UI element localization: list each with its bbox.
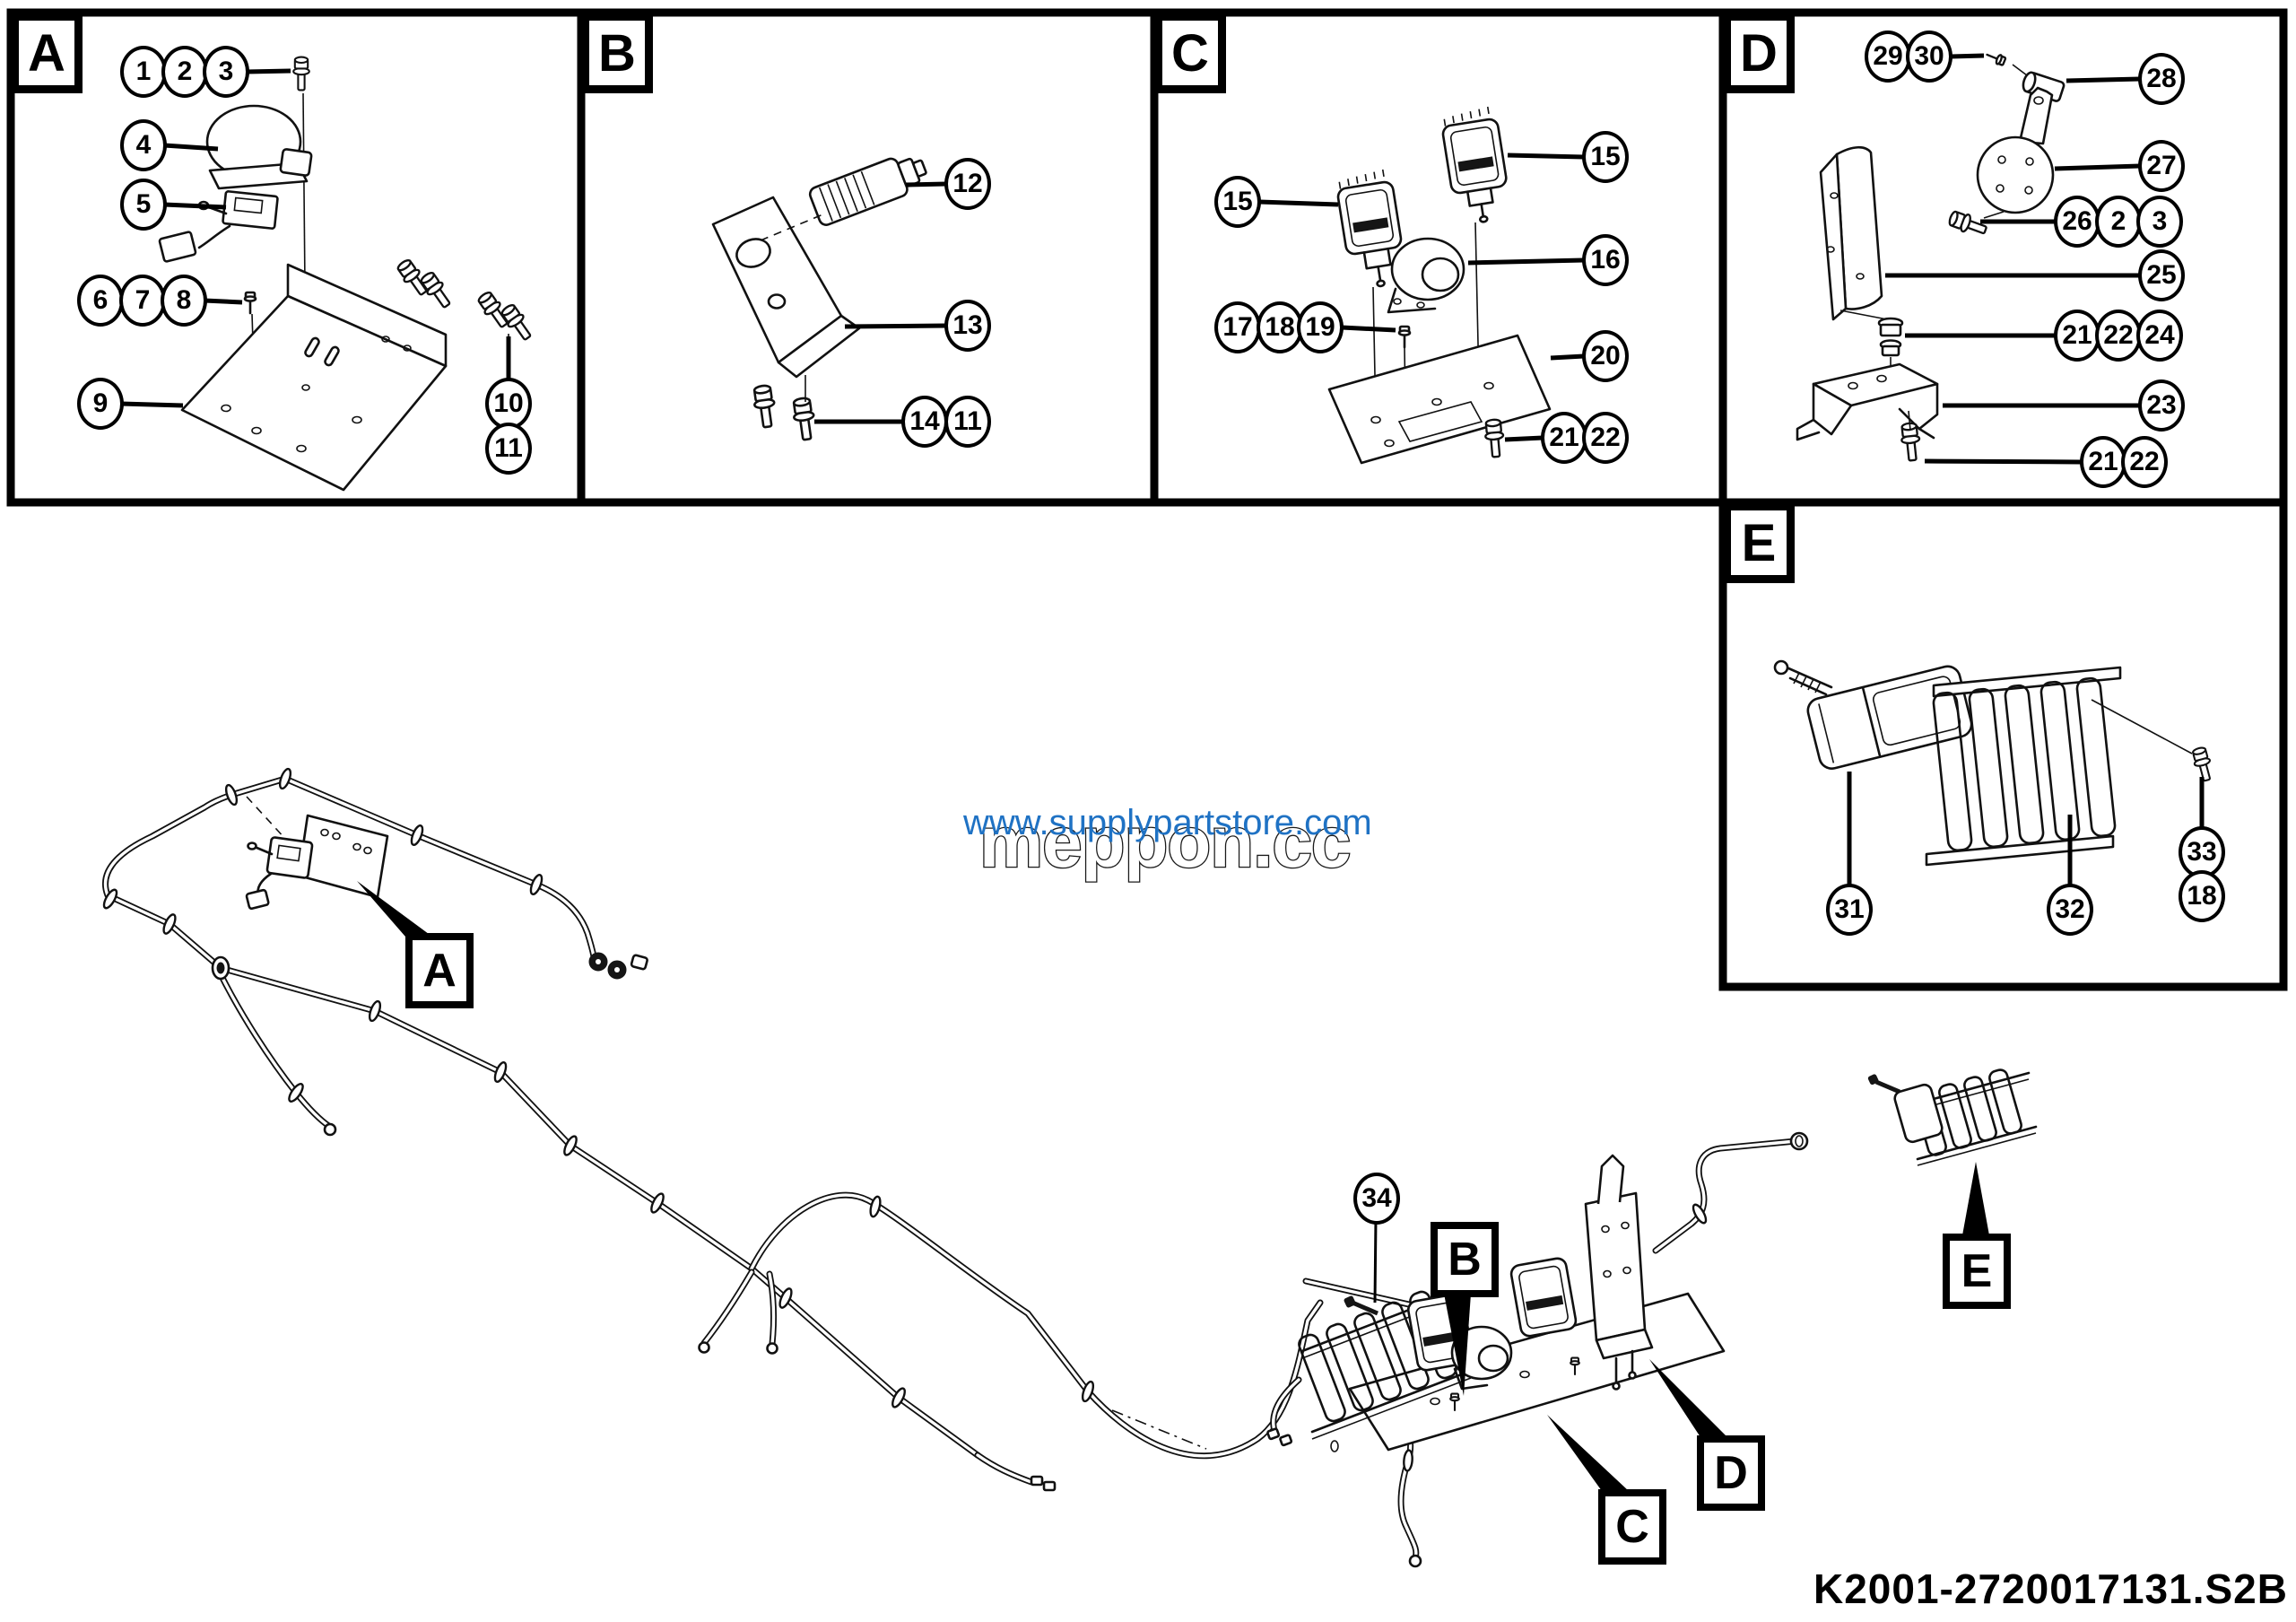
location-label-c: C xyxy=(1598,1489,1666,1565)
panel-label-a: A xyxy=(11,13,83,93)
callout: 20 xyxy=(1582,330,1629,382)
main-harness-drawing xyxy=(100,766,1809,1568)
callout: 5 xyxy=(120,179,167,231)
panel-e-sketch xyxy=(1773,659,2216,886)
callout: 30 xyxy=(1906,31,1952,83)
panel-label-d: D xyxy=(1723,13,1795,93)
callout: 28 xyxy=(2138,53,2185,105)
location-label-a: A xyxy=(405,933,474,1008)
callout: 26 xyxy=(2054,196,2100,248)
callout: 12 xyxy=(944,158,991,210)
panel-a-sketch xyxy=(120,56,536,492)
callout: 3 xyxy=(203,46,249,98)
callout: 25 xyxy=(2138,249,2185,301)
callout: 2 xyxy=(2095,196,2142,248)
location-label-b: B xyxy=(1431,1222,1499,1297)
callout: 6 xyxy=(77,275,124,327)
callout: 21 xyxy=(2054,310,2100,362)
main-guard-e-sketch xyxy=(1867,1068,2038,1166)
callout: 15 xyxy=(1214,176,1261,228)
callout: 24 xyxy=(2136,310,2183,362)
callout: 31 xyxy=(1826,884,1873,936)
callout: 1 xyxy=(120,46,167,98)
panel-label-e: E xyxy=(1723,502,1795,583)
callout: 7 xyxy=(119,275,166,327)
callout: 11 xyxy=(485,423,532,475)
location-label-e: E xyxy=(1943,1234,2011,1309)
callout: 32 xyxy=(2047,884,2093,936)
watermark-blue-text: www.supplypartstore.com xyxy=(962,803,1372,842)
watermark-outline-text: meppon.cc xyxy=(979,802,1350,882)
callout: 11 xyxy=(944,396,991,448)
callout: 22 xyxy=(2121,436,2168,488)
callout: 16 xyxy=(1582,234,1629,286)
callout: 21 xyxy=(1541,412,1587,464)
watermark: meppon.cc www.supplypartstore.com xyxy=(962,801,1372,884)
label-pointers xyxy=(357,881,1989,1491)
callout: 15 xyxy=(1582,131,1629,183)
callout: 4 xyxy=(120,119,167,171)
panel-c-sketch xyxy=(1258,106,1585,465)
callout: 9 xyxy=(77,378,124,430)
callout: 17 xyxy=(1214,301,1261,353)
location-label-d: D xyxy=(1697,1435,1765,1511)
callout: 18 xyxy=(1257,301,1303,353)
callout-34: 34 xyxy=(1353,1173,1400,1225)
panel-label-b: B xyxy=(581,13,653,93)
drawing-part-number: K2001-2720017131.S2B xyxy=(1813,1565,2288,1612)
panel-b-sketch xyxy=(711,157,947,442)
callout: 22 xyxy=(1582,412,1629,464)
callout: 27 xyxy=(2138,140,2185,192)
callout: 22 xyxy=(2095,310,2142,362)
panel-d-sketch xyxy=(1796,48,2141,465)
callout: 19 xyxy=(1297,301,1344,353)
panel-borders xyxy=(6,8,2288,991)
callout: 18 xyxy=(2179,870,2225,922)
callout: 8 xyxy=(161,275,207,327)
callout: 2 xyxy=(161,46,208,98)
main-bracket-a-sketch xyxy=(245,814,389,911)
callout: 13 xyxy=(944,300,991,352)
callout: 23 xyxy=(2138,379,2185,432)
callout: 14 xyxy=(901,396,948,448)
callout: 29 xyxy=(1865,31,1911,83)
panel-label-c: C xyxy=(1154,13,1226,93)
callout: 21 xyxy=(2080,436,2126,488)
callout: 3 xyxy=(2136,196,2183,248)
